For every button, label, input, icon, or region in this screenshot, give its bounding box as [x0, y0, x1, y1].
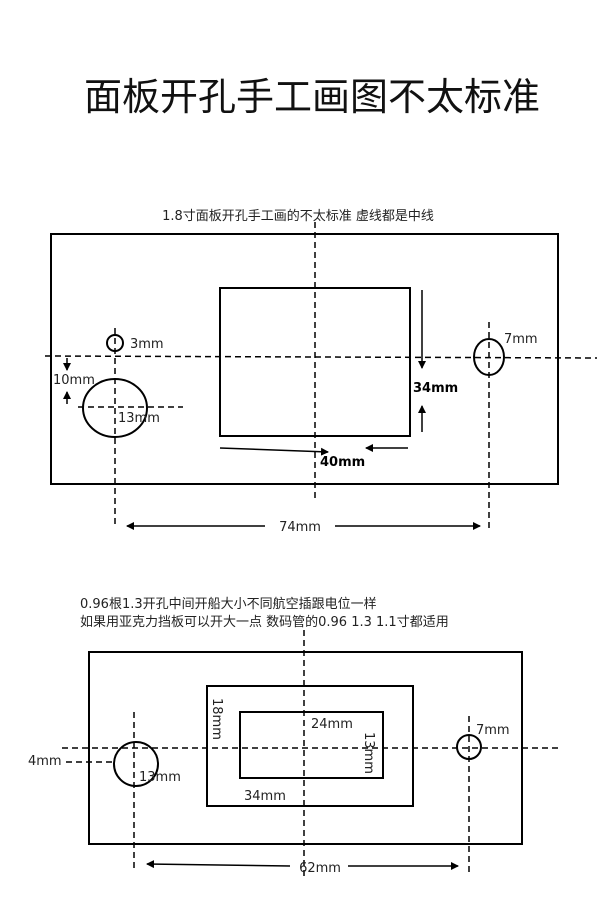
outer-window-2 — [206, 685, 414, 807]
window-height-label: 34mm — [413, 381, 458, 396]
right-hole-label-2: 7mm — [476, 723, 510, 738]
inner-width-label: 24mm — [311, 717, 353, 732]
small-hole-label: 3mm — [130, 337, 164, 352]
diagram2-caption-line1: 0.96根1.3开孔中间开船大小不同航空插跟电位一样 — [80, 596, 377, 612]
panel-diagram-2: 0.96根1.3开孔中间开船大小不同航空插跟电位一样 如果用亚克力挡板可以开大一… — [28, 596, 560, 880]
horizontal-centerline-1 — [44, 355, 598, 359]
big-hole-13mm-2 — [113, 741, 159, 787]
display-window-1 — [219, 287, 411, 437]
hole-spacing-label-2: 62mm — [299, 861, 341, 876]
panel-outline-1 — [50, 233, 559, 485]
offset-label: 10mm — [53, 373, 95, 388]
panel-diagram-1: 1.8寸面板开孔手工画的不太标准 虚线都是中线 3mm 13mm 10mm 7m… — [44, 208, 598, 535]
outer-height-label: 18mm — [209, 698, 224, 740]
diagram2-caption-line2: 如果用亚克力挡板可以开大一点 数码管的0.96 1.3 1.1寸都适用 — [80, 614, 449, 630]
hole-spacing-label: 74mm — [279, 520, 321, 535]
diagram1-caption: 1.8寸面板开孔手工画的不太标准 虚线都是中线 — [162, 208, 434, 224]
page-title: 面板开孔手工画图不太标准 — [84, 75, 540, 119]
outer-width-label: 34mm — [244, 789, 286, 804]
inner-height-label: 13mm — [361, 732, 376, 774]
window-width-label: 40mm — [320, 455, 365, 470]
big-hole-label: 13mm — [118, 411, 160, 426]
spacing-arrow-left-2 — [146, 860, 291, 869]
big-hole-label-2: 13mm — [139, 770, 181, 785]
right-hole-label: 7mm — [504, 332, 538, 347]
offset-label-2: 4mm — [28, 754, 62, 769]
width-arrow-right — [219, 447, 329, 456]
inner-window-2 — [239, 711, 384, 779]
